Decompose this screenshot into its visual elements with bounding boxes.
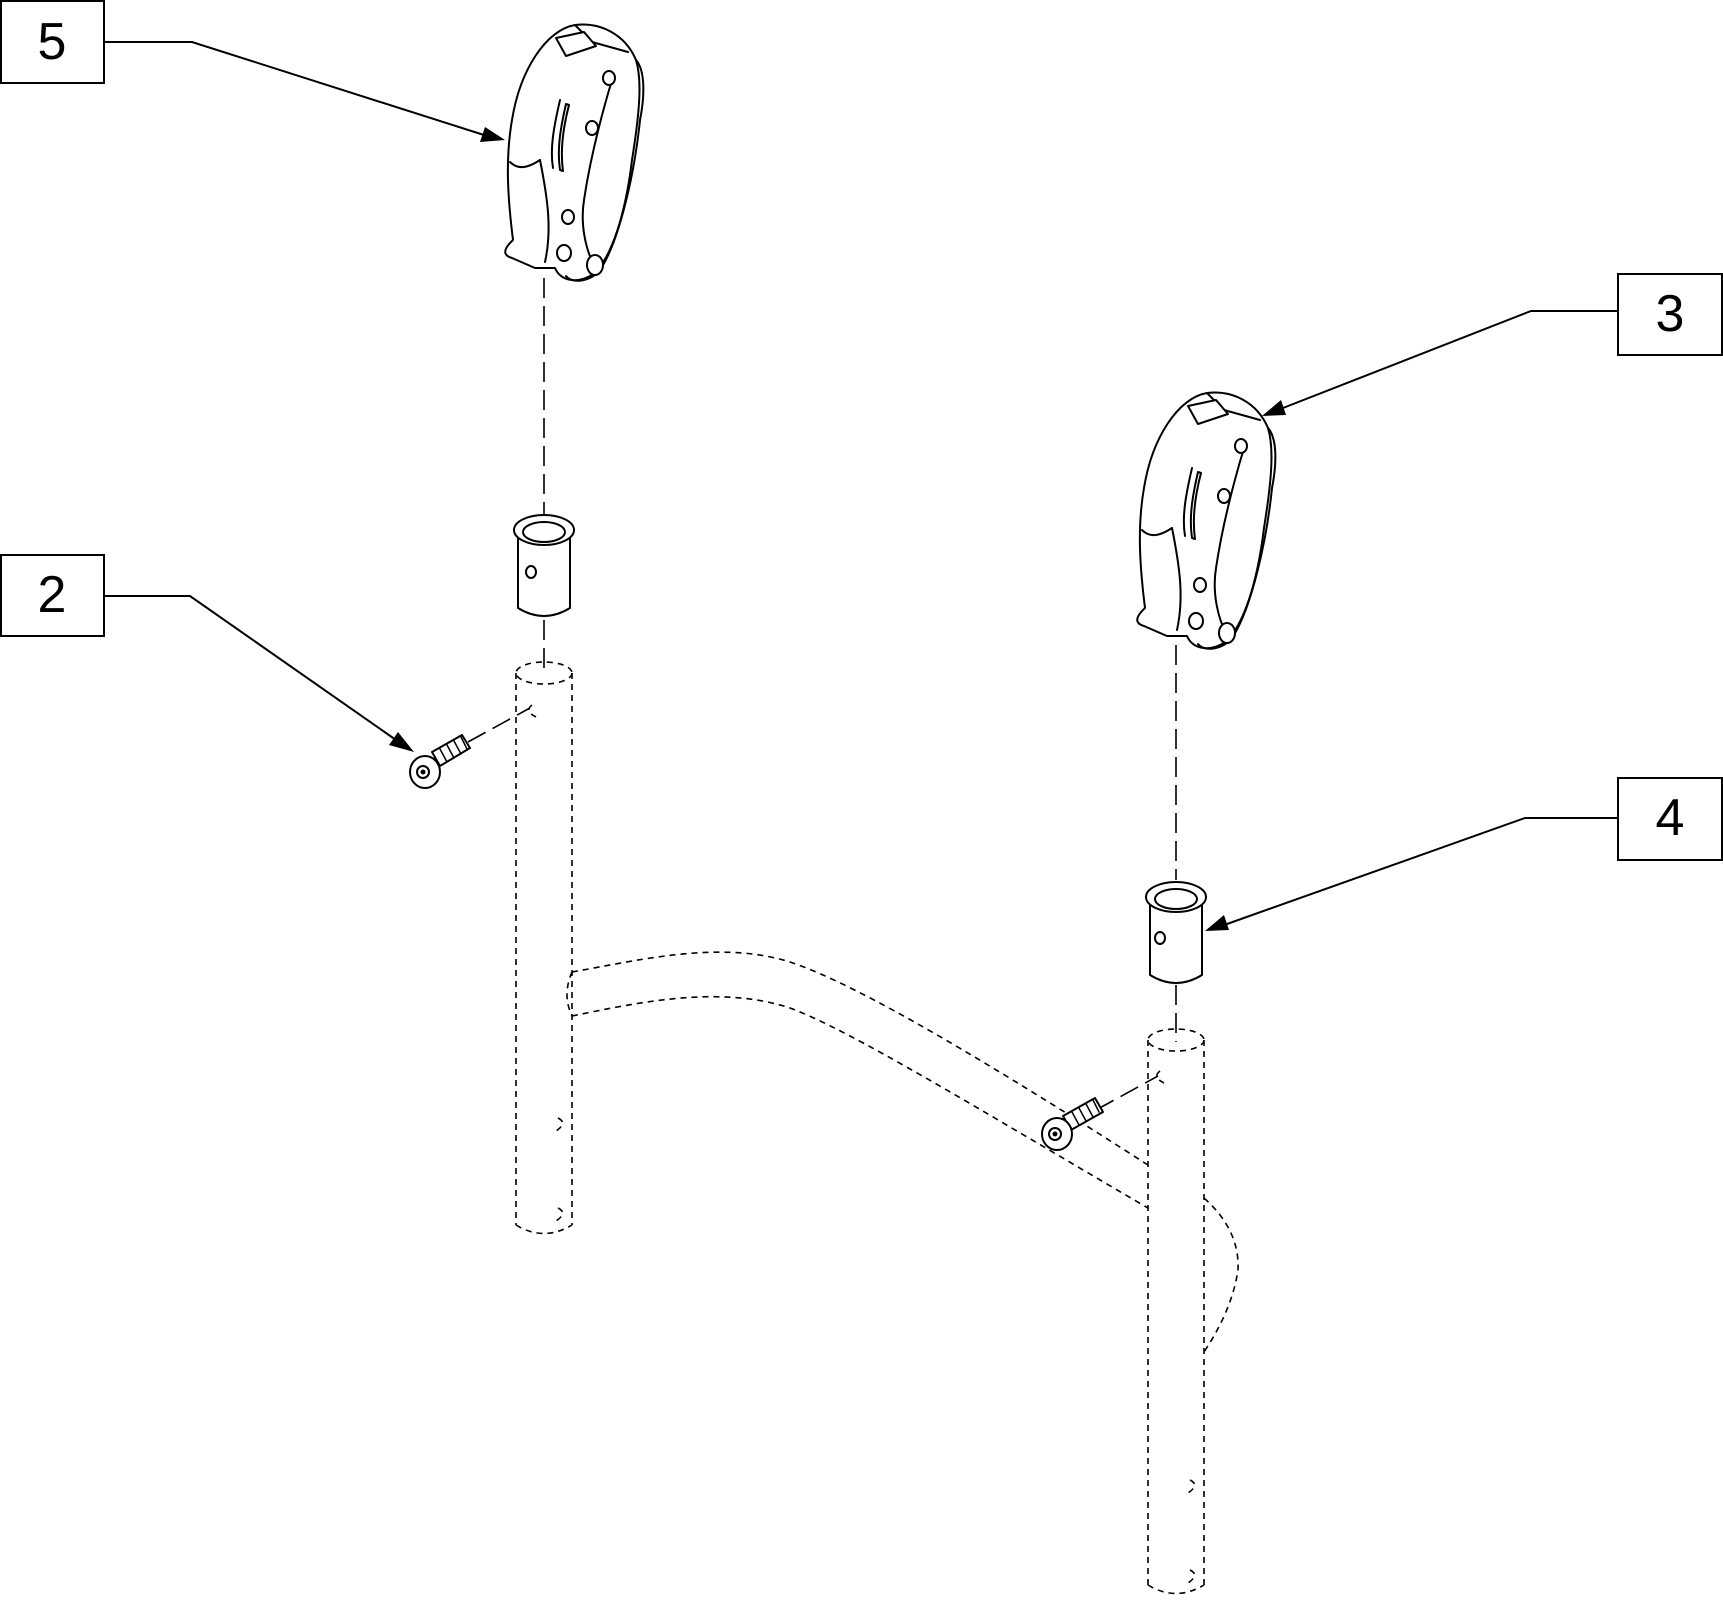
frame-hidden (515, 661, 1239, 1595)
callout-3-label: 3 (1656, 285, 1685, 343)
left-receiver-sleeve (513, 514, 575, 617)
callout-2-label: 2 (38, 566, 67, 624)
callout-5-label: 5 (38, 13, 67, 71)
leader-5 (104, 41, 505, 142)
callout-5: 5 (0, 0, 105, 84)
callout-3: 3 (1617, 273, 1723, 356)
leader-2 (104, 595, 414, 752)
leader-4 (1205, 817, 1618, 931)
right-arm-pad (1136, 391, 1277, 650)
callout-4: 4 (1617, 777, 1723, 861)
leader-3 (1262, 310, 1618, 416)
callout-4-label: 4 (1656, 789, 1685, 847)
left-arm-pad (504, 23, 645, 282)
right-receiver-sleeve (1145, 881, 1207, 984)
left-screw (409, 734, 471, 789)
right-screw (1041, 1097, 1104, 1151)
callout-2: 2 (0, 554, 105, 637)
center-lines (467, 278, 1177, 1111)
